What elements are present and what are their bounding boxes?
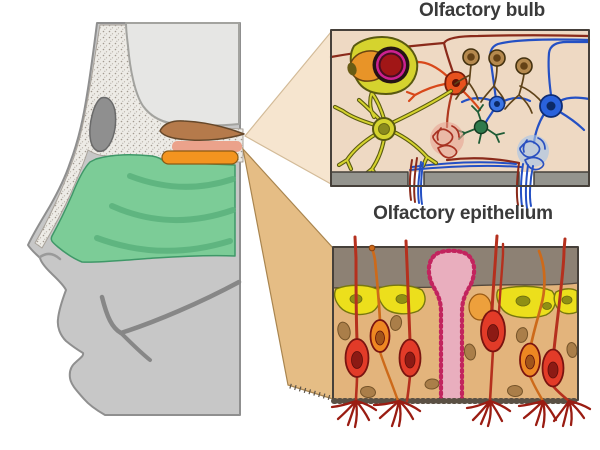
bowmans-gland-duct-rim [426, 248, 477, 403]
bulb-inset-title: Olfactory bulb [419, 0, 545, 21]
blue-axons [409, 38, 591, 171]
cribriform-plate-segment [330, 171, 409, 187]
olfactory-epithelium-inset [330, 234, 592, 429]
cribriform-plate [330, 171, 590, 187]
olfactory-nerve-strip [172, 141, 242, 152]
cribriform-plate-segment [423, 171, 520, 187]
bowmans-gland-duct [428, 250, 475, 400]
zoom-beam-upper [244, 30, 332, 186]
olfactory-bulb-marker [159, 120, 245, 141]
glomerulus-blue [517, 135, 549, 171]
nostril-line [38, 252, 62, 261]
epithelium-inset-title: Olfactory epithelium [373, 203, 553, 224]
zoom-beam-lower [242, 147, 334, 400]
nasal-bone [89, 96, 117, 153]
cribriform-plate-segment [533, 171, 590, 187]
axon-bundle-left [408, 157, 424, 205]
olfactory-bulb-inset [329, 29, 591, 209]
epithelium-nuclei [337, 315, 578, 399]
glomerulus-cross-section [347, 36, 419, 95]
axon-rootlets [330, 399, 592, 429]
tufted-cells-blue [488, 94, 563, 118]
glomerulus-red [430, 122, 464, 159]
olfactory-epithelium-strip [161, 150, 239, 165]
supporting-cell-nuclei [349, 294, 573, 310]
palate-curve [99, 279, 242, 362]
beam-edge-hatch [289, 383, 332, 401]
bulb-panel-border [330, 29, 590, 187]
periglomerular-neuron [332, 88, 454, 183]
turbinate-ridges [94, 173, 236, 254]
head-cross-section [27, 22, 245, 416]
granule-cells [454, 48, 548, 117]
sensory-neurons [344, 234, 571, 403]
